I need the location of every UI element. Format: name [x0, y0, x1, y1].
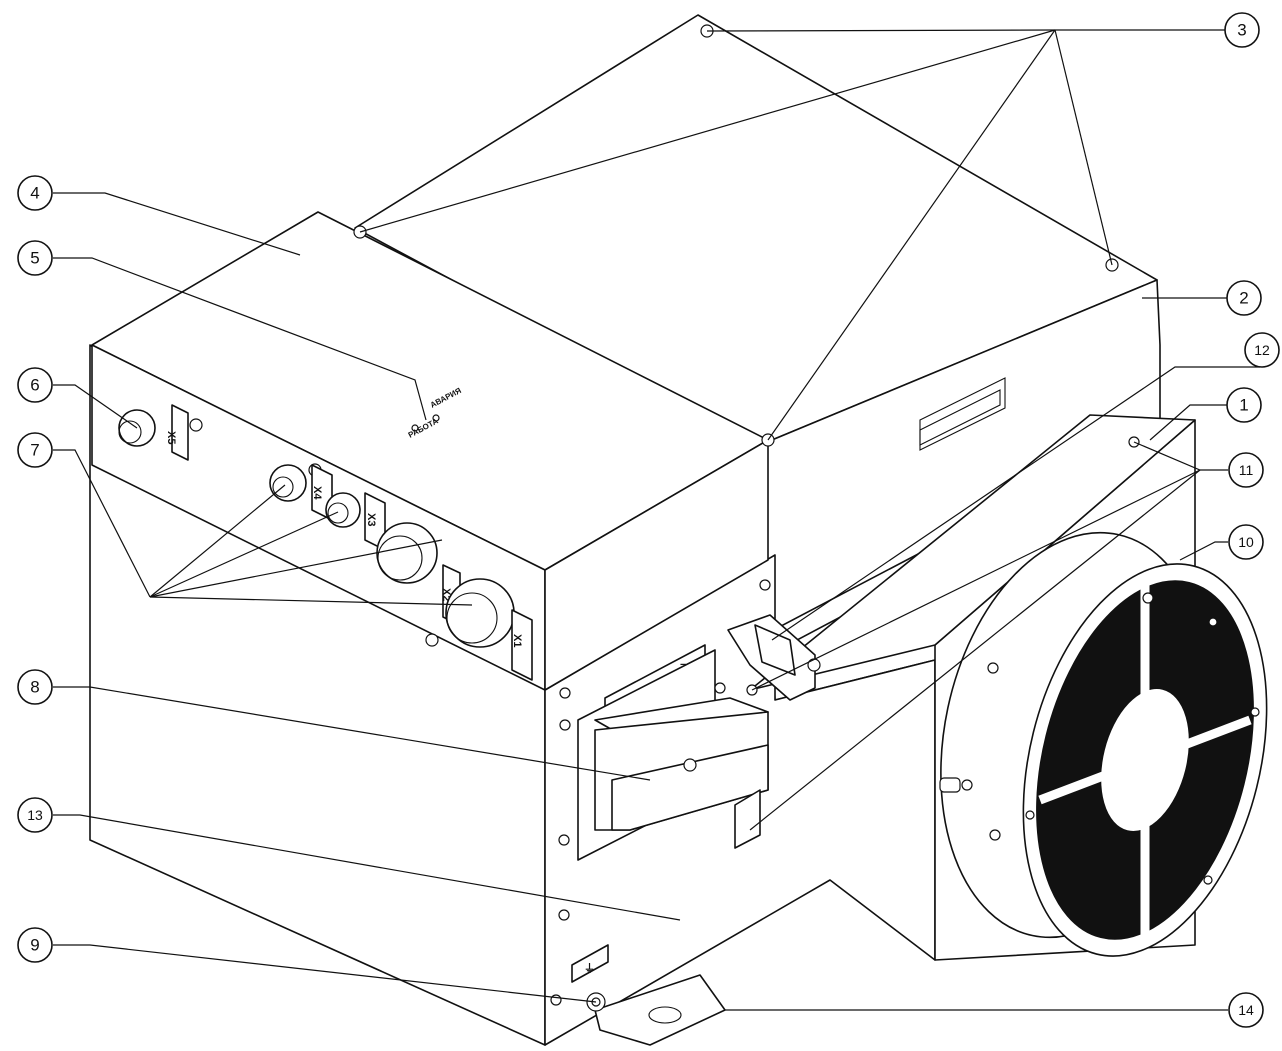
connector-x3-label: X3	[365, 513, 377, 526]
electronics-box-side	[544, 439, 769, 691]
ground-symbol: ⏚	[584, 962, 595, 975]
callout-1: 1	[1226, 387, 1262, 423]
connector-x2-inner	[446, 592, 498, 644]
connector-x5-label: X5	[165, 431, 177, 444]
handle-screw	[683, 758, 697, 772]
fan-screw	[1208, 617, 1218, 627]
callout-3: 3	[1224, 12, 1260, 48]
connector-x5-cap	[118, 420, 142, 444]
body-screw	[559, 687, 571, 699]
callout-9: 9	[17, 927, 53, 963]
body-screw	[759, 579, 771, 591]
callout-14-label: 14	[1238, 1002, 1254, 1018]
callout-6: 6	[17, 367, 53, 403]
callout-14: 14	[1228, 992, 1264, 1028]
relay-screw	[807, 658, 821, 672]
connector-x4	[269, 464, 307, 502]
callout-4: 4	[17, 175, 53, 211]
body-screw	[558, 834, 570, 846]
side-handle-recess-inner	[919, 389, 1001, 446]
fan-screw	[987, 662, 999, 674]
callout-7: 7	[17, 432, 53, 468]
body-screw	[559, 719, 571, 731]
callout-1-label: 1	[1239, 396, 1248, 415]
handle-block-front	[611, 744, 769, 831]
callout-13-label: 13	[27, 807, 43, 823]
callout-2: 2	[1226, 280, 1262, 316]
callout-11-label: 11	[1239, 462, 1254, 478]
fan-spoke-horizontal	[1038, 715, 1252, 805]
callout-12-label: 12	[1254, 342, 1270, 358]
body-screw	[714, 682, 726, 694]
callout-10-label: 10	[1238, 534, 1254, 550]
work-led	[411, 424, 419, 432]
foot-hole	[648, 1006, 682, 1024]
mounting-foot	[594, 974, 726, 1046]
ground-plate	[571, 944, 609, 983]
fan-screw	[989, 829, 1001, 841]
callout-2-label: 2	[1239, 289, 1248, 308]
callout-10: 10	[1228, 524, 1264, 560]
callout-4-label: 4	[30, 184, 39, 203]
callout-12: 12	[1244, 332, 1280, 368]
connector-x3-small-inner	[327, 502, 349, 524]
body-screw	[425, 633, 439, 647]
callout-5-label: 5	[30, 249, 39, 268]
callout-3-label: 3	[1237, 21, 1246, 40]
callout-8: 8	[17, 669, 53, 705]
fan-screw	[1250, 707, 1260, 717]
connector-x3-small	[325, 492, 361, 528]
body-screw	[558, 909, 570, 921]
connector-x3-inner	[377, 535, 423, 581]
fan-screw	[961, 779, 973, 791]
handle-mount	[734, 789, 761, 849]
callout-9-label: 9	[30, 936, 39, 955]
alarm-led	[432, 414, 440, 422]
connector-x4-label: X4	[311, 486, 323, 500]
connector-x1-plate	[511, 609, 533, 681]
callout-5: 5	[17, 240, 53, 276]
callout-6-label: 6	[30, 376, 39, 395]
fan-screw	[1203, 875, 1213, 885]
connector-x1-label: X1	[511, 634, 523, 647]
minus-sign: −	[680, 659, 686, 671]
callout-13: 13	[17, 797, 53, 833]
callout-8-label: 8	[30, 678, 39, 697]
fan-screw	[1142, 592, 1154, 604]
fan-housing-top	[749, 414, 1196, 691]
body-screw	[189, 418, 203, 432]
callout-7-label: 7	[30, 441, 39, 460]
leader-lines	[53, 29, 1260, 1011]
connector-x5-plate	[171, 404, 189, 461]
callout-11: 11	[1228, 452, 1264, 488]
fan-screw	[1025, 810, 1035, 820]
connector-x4-inner	[272, 476, 294, 498]
connector-x3	[376, 522, 438, 584]
fan-latch	[939, 777, 961, 793]
